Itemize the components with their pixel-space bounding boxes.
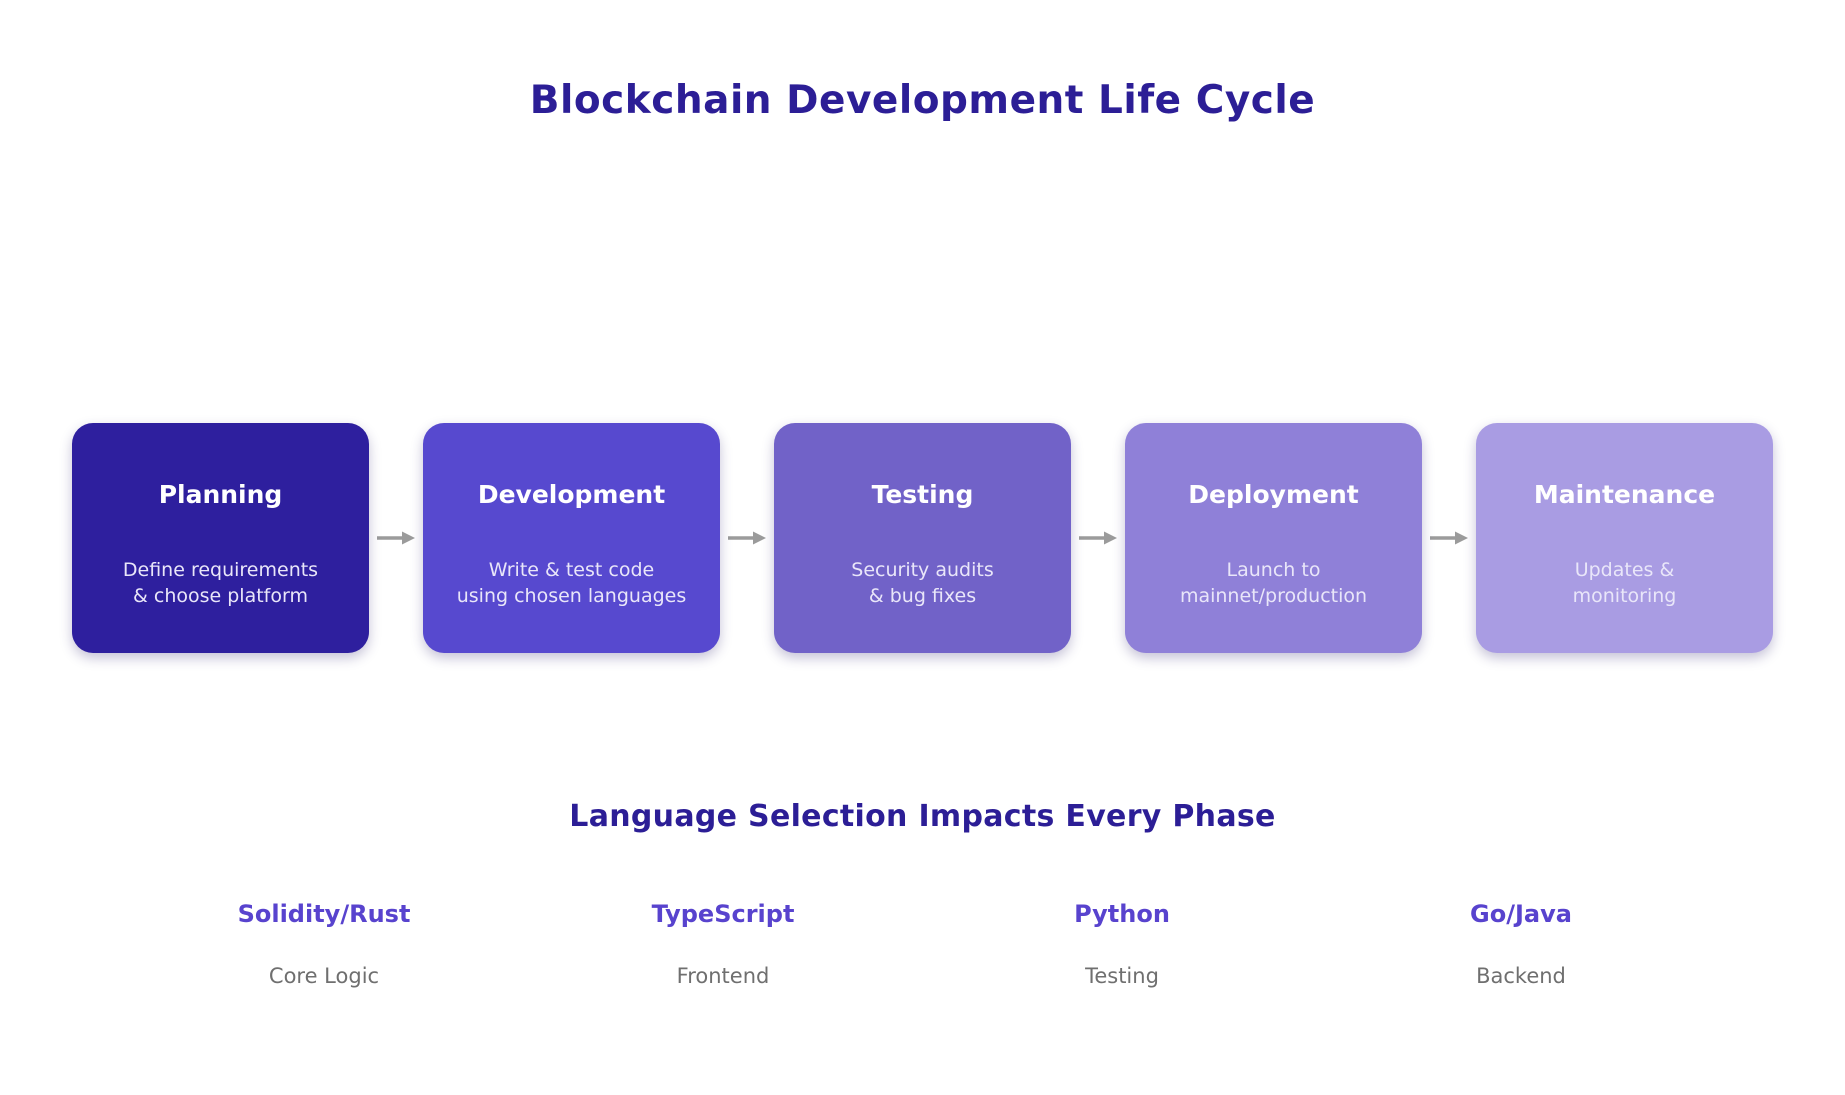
arrow-right-icon bbox=[1430, 531, 1468, 545]
language-name: Python bbox=[1074, 900, 1170, 928]
flow-arrow bbox=[369, 423, 423, 653]
arrow-right-icon bbox=[377, 531, 415, 545]
flow-arrow bbox=[1422, 423, 1476, 653]
arrow-right-icon bbox=[1079, 531, 1117, 545]
language-role: Testing bbox=[1085, 964, 1159, 988]
phase-name: Testing bbox=[871, 480, 974, 509]
language-role: Backend bbox=[1476, 964, 1566, 988]
flow-arrow bbox=[1071, 423, 1125, 653]
phase-description: Launch to mainnet/production bbox=[1179, 559, 1368, 608]
phase-description: Updates & monitoring bbox=[1572, 559, 1677, 608]
phase-name: Planning bbox=[158, 480, 283, 509]
languages-section-title: Language Selection Impacts Every Phase bbox=[569, 799, 1276, 834]
language-name: Go/Java bbox=[1470, 900, 1572, 928]
phase-description: Define requirements & choose platform bbox=[122, 559, 319, 608]
page-title: Blockchain Development Life Cycle bbox=[529, 78, 1316, 123]
languages-row: Solidity/Rust Core Logic TypeScript Fron… bbox=[125, 900, 1721, 988]
language-col-go-java: Go/Java Backend bbox=[1322, 900, 1721, 988]
phase-box-deployment: Deployment Launch to mainnet/production bbox=[1125, 423, 1422, 653]
language-col-python: Python Testing bbox=[923, 900, 1322, 988]
phase-box-testing: Testing Security audits & bug fixes bbox=[774, 423, 1071, 653]
language-role: Frontend bbox=[676, 964, 770, 988]
arrow-right-icon bbox=[728, 531, 766, 545]
phase-description: Write & test code using chosen languages bbox=[456, 559, 687, 608]
flow-arrow bbox=[720, 423, 774, 653]
language-col-solidity-rust: Solidity/Rust Core Logic bbox=[125, 900, 524, 988]
phase-name: Development bbox=[477, 480, 666, 509]
language-col-typescript: TypeScript Frontend bbox=[524, 900, 923, 988]
phase-name: Maintenance bbox=[1533, 480, 1716, 509]
phase-box-maintenance: Maintenance Updates & monitoring bbox=[1476, 423, 1773, 653]
phase-box-development: Development Write & test code using chos… bbox=[423, 423, 720, 653]
phase-description: Security audits & bug fixes bbox=[851, 559, 994, 608]
language-name: Solidity/Rust bbox=[237, 900, 411, 928]
language-name: TypeScript bbox=[651, 900, 795, 928]
phase-name: Deployment bbox=[1188, 480, 1359, 509]
phases-flow: Planning Define requirements & choose pl… bbox=[0, 423, 1845, 653]
phase-box-planning: Planning Define requirements & choose pl… bbox=[72, 423, 369, 653]
language-role: Core Logic bbox=[268, 964, 380, 988]
